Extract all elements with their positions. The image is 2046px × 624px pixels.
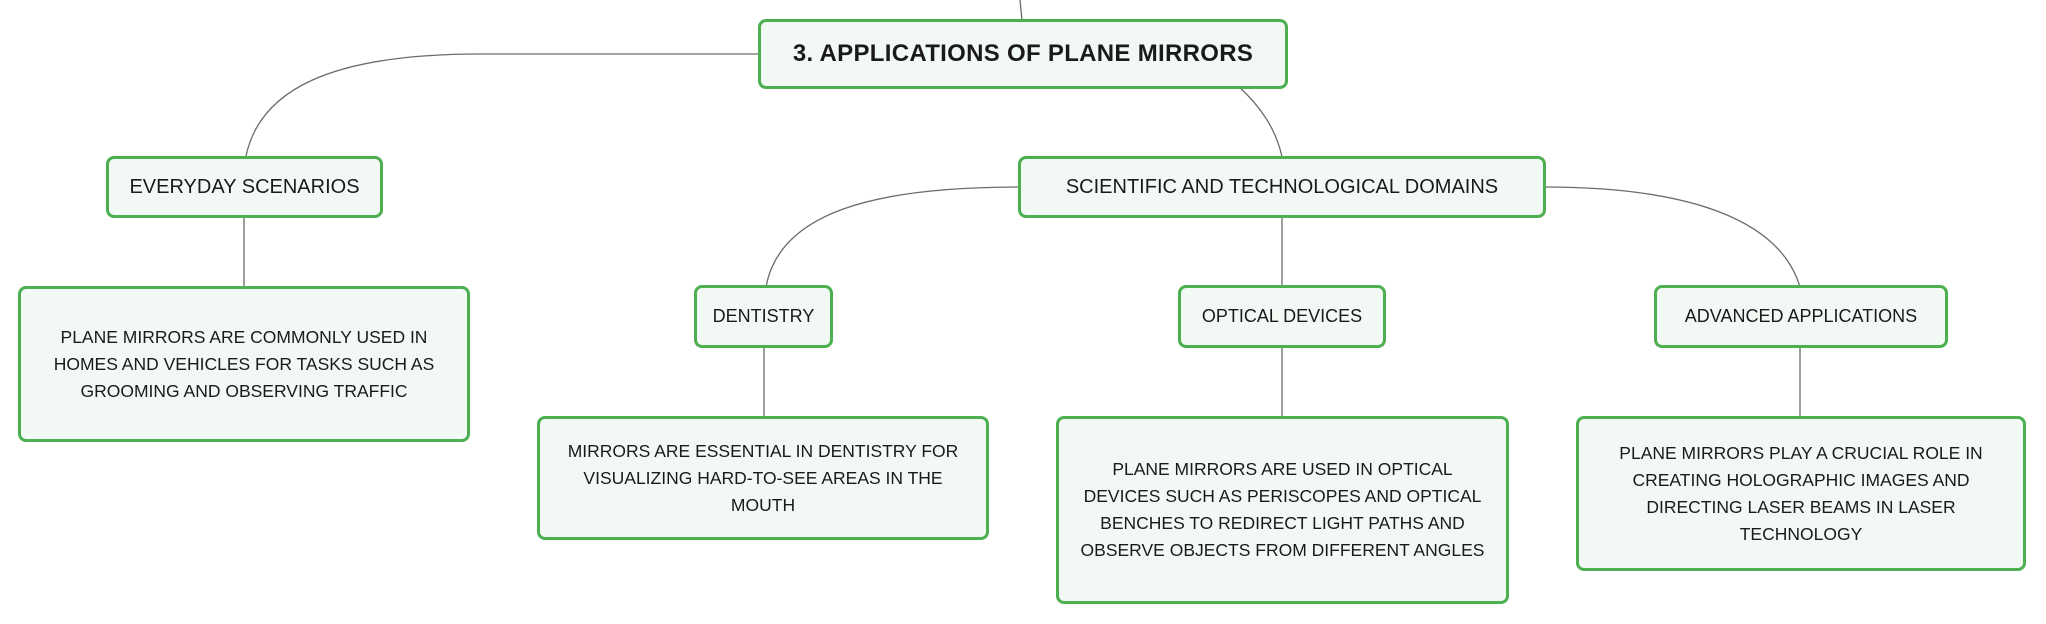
connector-root-to-scientific [1237, 85, 1283, 158]
dentistry-label: DENTISTRY [712, 306, 815, 326]
optical-devices-description: PLANE MIRRORS ARE USED IN OPTICAL DEVICE… [1080, 459, 1485, 560]
connector-scientific-to-advanced [1543, 186, 1801, 288]
scientific-domains-node[interactable]: SCIENTIFIC AND TECHNOLOGICAL DOMAINS [1018, 156, 1546, 218]
root-node-label: 3. APPLICATIONS OF PLANE MIRRORS [792, 40, 1254, 67]
dentistry-description: MIRRORS ARE ESSENTIAL IN DENTISTRY FOR V… [567, 440, 959, 515]
root-node[interactable]: 3. APPLICATIONS OF PLANE MIRRORS [758, 19, 1288, 89]
optical-devices-label: OPTICAL DEVICES [1201, 306, 1363, 326]
advanced-applications-label: ADVANCED APPLICATIONS [1684, 306, 1918, 326]
everyday-scenarios-node[interactable]: EVERYDAY SCENARIOS [106, 156, 383, 218]
everyday-scenarios-description-node[interactable]: PLANE MIRRORS ARE COMMONLY USED IN HOMES… [18, 286, 470, 442]
advanced-applications-description-node[interactable]: PLANE MIRRORS PLAY A CRUCIAL ROLE IN CRE… [1576, 416, 2026, 571]
connector-scientific-to-dentistry [765, 186, 1021, 288]
everyday-scenarios-label: EVERYDAY SCENARIOS [129, 175, 360, 198]
scientific-domains-label: SCIENTIFIC AND TECHNOLOGICAL DOMAINS [1065, 175, 1499, 198]
optical-devices-node[interactable]: OPTICAL DEVICES [1178, 285, 1386, 348]
connector-parent-to-root [1019, 0, 1023, 21]
dentistry-description-node[interactable]: MIRRORS ARE ESSENTIAL IN DENTISTRY FOR V… [537, 416, 989, 540]
advanced-applications-node[interactable]: ADVANCED APPLICATIONS [1654, 285, 1948, 348]
optical-devices-description-node[interactable]: PLANE MIRRORS ARE USED IN OPTICAL DEVICE… [1056, 416, 1509, 604]
connector-root-to-everyday [245, 53, 760, 157]
everyday-scenarios-description: PLANE MIRRORS ARE COMMONLY USED IN HOMES… [53, 326, 435, 401]
advanced-applications-description: PLANE MIRRORS PLAY A CRUCIAL ROLE IN CRE… [1619, 442, 1983, 544]
dentistry-node[interactable]: DENTISTRY [694, 285, 833, 348]
